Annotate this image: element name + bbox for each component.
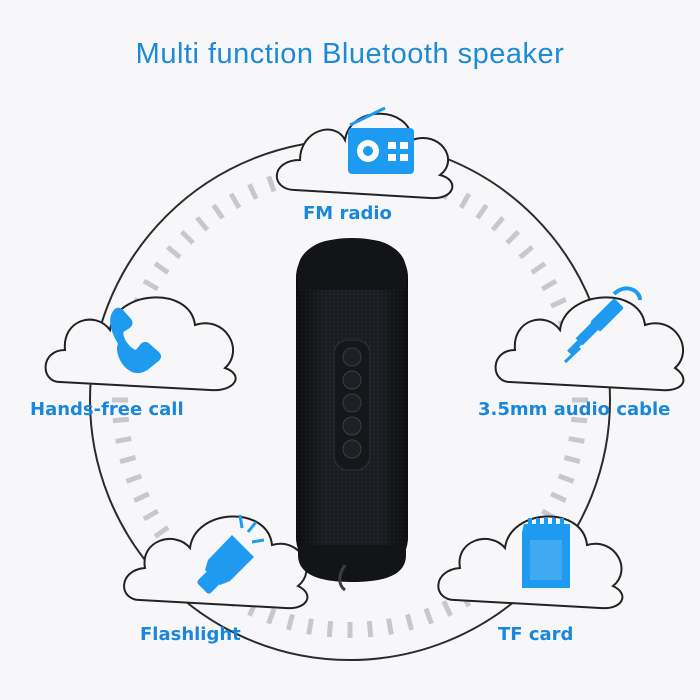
ring-tick [195,216,210,232]
flashlight-icon [197,514,265,594]
ring-tick [557,473,575,484]
ring-tick [211,203,225,220]
ring-tick [153,525,170,539]
page-title: Multi function Bluetooth speaker [135,38,565,70]
ring-tick [570,416,588,424]
fm-radio-label: FM radio [303,203,392,224]
ring-tick [228,192,242,209]
ring-tick [475,203,489,220]
speaker-control-button [342,370,362,390]
ring-tick [530,261,547,275]
radio-icon [348,106,414,174]
ring-tick [266,607,277,625]
speaker-control-button [342,439,362,459]
ring-tick [458,192,472,209]
ring-tick [133,491,150,503]
speaker-buttons [342,347,362,459]
sd-card-icon [522,518,570,588]
ring-tick [112,416,130,424]
ring-tick [142,278,159,292]
ring-tick [550,491,567,503]
cloud-hands-free [44,296,237,392]
audio-cable-label: 3.5mm audio cable [478,399,671,420]
ring-tick [518,245,534,260]
ring-tick [366,620,374,638]
ring-tick [386,618,394,635]
hands-free-call-label: Hands-free call [30,399,184,420]
ring-tick [490,216,505,232]
ring-tick [568,436,585,444]
speaker-control-button [342,416,362,436]
ring-tick [247,183,259,200]
ring-tick [285,613,295,631]
ring-tick [115,436,132,444]
speaker-control-button [342,393,362,413]
audio-jack-icon [563,286,642,364]
ring-tick [306,618,314,635]
ring-tick [505,229,521,245]
flashlight-label: Flashlight [140,624,241,645]
ring-tick [441,600,453,617]
ring-tick [153,261,170,275]
ring-tick [405,613,415,631]
ring-tick [563,455,581,465]
speaker-control-button [342,347,362,367]
phone-icon [110,307,162,374]
speaker-body [296,238,408,592]
tf-card-label: TF card [498,624,574,645]
ring-tick [423,607,434,625]
ring-tick [179,229,195,245]
ring-tick [541,278,558,292]
ring-tick [125,473,143,484]
ring-tick [142,508,159,522]
ring-tick [550,297,567,309]
ring-tick [166,245,182,260]
cloud-audio-cable [494,296,685,392]
ring-tick [119,455,137,465]
ring-tick [326,620,334,638]
ring-tick [266,175,277,193]
